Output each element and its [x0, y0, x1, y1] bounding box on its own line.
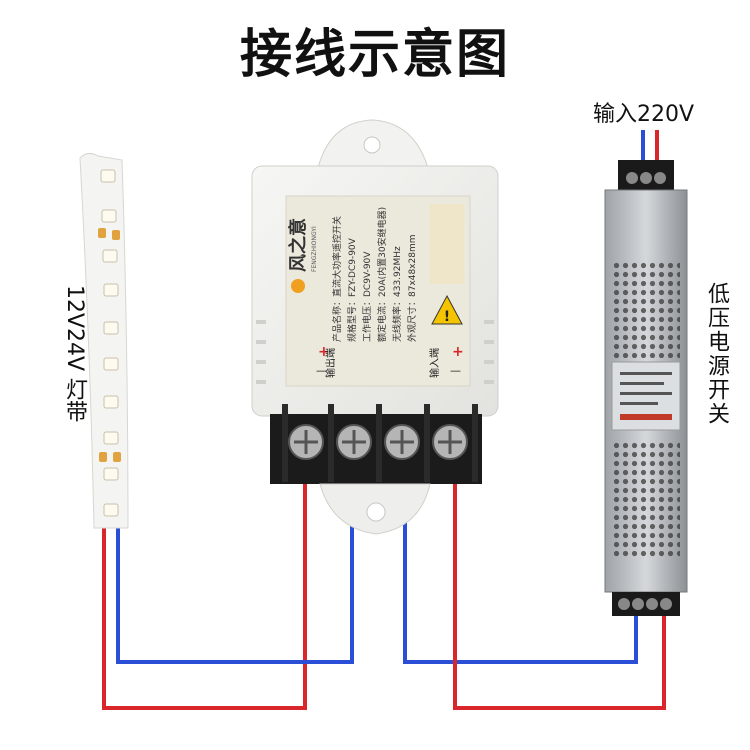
led-strip-label: 12V24V 灯带 [62, 285, 87, 423]
led-chips [100, 169, 119, 517]
mains-input-label: 输入220V [593, 102, 695, 127]
controller-unit: 风之意 FENGZHIONGYI 产品名称：直流大功率遥控开关 规格型号：FZY… [251, 119, 499, 535]
led-strip [79, 152, 129, 529]
solder-pads [98, 228, 121, 462]
output-minus: — [316, 364, 327, 377]
polarity-markings: + — 输出端 + — 输入端 [316, 344, 464, 378]
spec-current: 额定电流：20A(内置30安继电器) [376, 207, 388, 342]
svg-text:!: ! [444, 309, 450, 325]
terminal-screws [288, 424, 468, 460]
spec-size: 外观尺寸：87x48x28mm [406, 234, 418, 342]
power-supply [604, 160, 688, 616]
psu-vent-top [612, 260, 680, 358]
mounting-hole [363, 136, 381, 154]
spec-model: 规格型号：FZY-DC9-90V [346, 237, 358, 342]
spec-product-name: 产品名称：直流大功率遥控开关 [331, 216, 343, 342]
psu-positive-wire [453, 458, 666, 710]
vent-slots [256, 320, 494, 384]
wires [102, 130, 666, 710]
input-plus: + [452, 344, 464, 360]
brand-logo: 风之意 FENGZHIONGYI [287, 218, 318, 293]
psu-vent-bottom [612, 440, 680, 558]
spec-frequency: 无线频率：433.92MHz [391, 246, 403, 342]
output-plus: + [318, 344, 330, 360]
strip-negative-wire [116, 458, 354, 664]
svg-text:风之意: 风之意 [287, 218, 309, 272]
power-supply-label: 低压电源开关 [704, 282, 729, 426]
warning-notes: ! [430, 204, 464, 325]
diagram-title: 接线示意图 [239, 25, 510, 85]
strip-positive-wire [102, 458, 307, 710]
terminal-dividers [282, 404, 478, 482]
svg-text:FENGZHIONGYI: FENGZHIONGYI [311, 226, 318, 272]
psu-negative-wire [403, 458, 638, 664]
output-label: 输出端 [324, 348, 337, 378]
spec-voltage: 工作电压：DC9V-90V [361, 251, 373, 342]
spec-lines: 产品名称：直流大功率遥控开关 规格型号：FZY-DC9-90V 工作电压：DC9… [331, 207, 418, 342]
input-minus: — [450, 364, 461, 377]
warning-icon [431, 294, 463, 325]
input-label: 输入端 [428, 348, 441, 378]
